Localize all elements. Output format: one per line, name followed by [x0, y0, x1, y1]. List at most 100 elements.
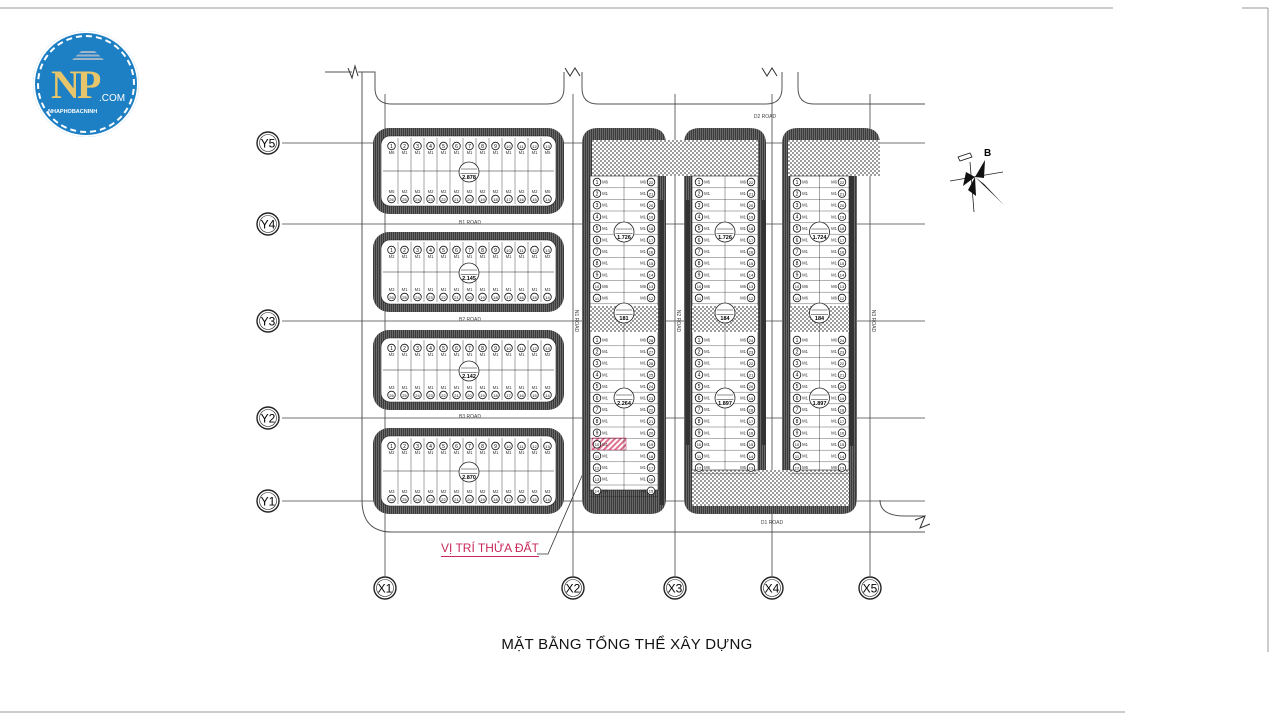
grid-bubble-inner: [564, 579, 582, 597]
lot-number-circle: [792, 247, 802, 256]
lot-number-circle: [646, 382, 656, 391]
lot-number-circle: [387, 141, 396, 151]
lot-number-circle: [452, 292, 461, 302]
area-badge-value: 1.897: [718, 401, 732, 407]
lot-number-circle: [530, 390, 539, 400]
compass-needle: [975, 160, 985, 178]
lot-number-circle: [452, 343, 461, 353]
lot-number-circle: [439, 441, 448, 451]
lot-number: 9: [494, 144, 497, 150]
grid-label-x2: X2: [566, 582, 581, 596]
lot-number: 14: [749, 454, 754, 459]
lot-number: 1: [698, 338, 701, 344]
lot-code: M2: [532, 189, 538, 194]
lot-code: M2: [389, 254, 395, 259]
lot-number: 16: [519, 197, 524, 202]
area-badge-value: 1.724: [813, 235, 828, 241]
lot-number-circle: [465, 441, 474, 451]
lot-number: 1: [390, 248, 393, 254]
lot-code: M6: [831, 338, 837, 343]
lot-number: 5: [698, 384, 701, 390]
lot-number-circle: [792, 270, 802, 279]
grid-bubble-inner: [259, 409, 277, 427]
lot-code: M1: [802, 272, 808, 277]
lot-code: M1: [831, 396, 837, 401]
lot-number-circle: [592, 382, 602, 391]
lot-number: 5: [442, 444, 445, 450]
grid-label-x3: X3: [668, 582, 683, 596]
lot-number: 8: [698, 419, 701, 425]
lot-number: 12: [532, 144, 537, 149]
lot-code: M1: [602, 407, 608, 412]
lot-code: M1: [831, 249, 837, 254]
lot-number: 19: [749, 215, 754, 220]
lot-number: 7: [698, 407, 701, 413]
lot-number: 25: [402, 295, 407, 300]
lot-number: 13: [545, 248, 550, 253]
lot-number: 10: [506, 248, 511, 253]
logo-ring: [37, 35, 135, 133]
lot-number: 10: [595, 442, 600, 447]
lot-number-circle: [792, 212, 802, 221]
lot-number-circle: [439, 194, 448, 204]
lot-code: M1: [704, 226, 710, 231]
lot-number: 19: [649, 442, 654, 447]
lot-number: 3: [416, 346, 419, 352]
lot-number-circle: [792, 393, 802, 403]
lot-code: M1: [519, 287, 525, 292]
lot-code: M6: [831, 284, 837, 289]
lot-code: M2: [480, 489, 486, 494]
lot-number: 18: [493, 393, 498, 398]
lot-number: 2: [403, 346, 406, 352]
area-badge-circle: [809, 221, 830, 243]
lot-number: 22: [649, 407, 654, 412]
area-badge-value: 2.878: [462, 175, 476, 181]
lot-number-circle: [592, 417, 602, 426]
lot-number: 4: [429, 248, 432, 254]
lot-code: M1: [704, 396, 710, 401]
lot-number-circle: [504, 441, 513, 451]
lot-number-circle: [426, 194, 435, 204]
lot-number: 6: [796, 238, 799, 244]
lot-code: M1: [428, 254, 434, 259]
road-label-vertical: N1 ROAD: [573, 310, 579, 333]
lot-code: M6: [740, 338, 746, 343]
lot-number-circle: [792, 417, 802, 426]
area-badge-circle: [714, 387, 736, 409]
north-arrow-icon: B: [949, 148, 1004, 213]
lot-number: 18: [749, 407, 754, 412]
lot-number: 3: [698, 361, 701, 367]
lot-number: 23: [428, 393, 433, 398]
lot-code: M1: [740, 349, 746, 354]
lot-number: 18: [749, 226, 754, 231]
grid-bubble-y4: [256, 212, 280, 236]
lot-number-circle: [837, 451, 847, 461]
lot-number: 13: [545, 144, 550, 149]
lot-number: 19: [840, 396, 845, 401]
lot-code: M3: [389, 385, 395, 390]
lot-code: M1: [640, 191, 646, 196]
lot-number-circle: [530, 245, 539, 255]
lot-code: M2: [467, 489, 473, 494]
lot-number: 3: [596, 203, 599, 209]
lot-code: M1: [402, 450, 408, 455]
compass-needle: [968, 177, 976, 196]
lot-number: 4: [429, 144, 432, 150]
lot-code: M1: [831, 214, 837, 219]
lot-number-circle: [837, 212, 847, 221]
lot-number: 10: [506, 444, 511, 449]
lot-number: 11: [595, 296, 600, 301]
lot-code: M6: [802, 180, 808, 185]
lot-number: 21: [749, 191, 754, 196]
lot-number: 5: [698, 226, 701, 232]
lot-number: 6: [455, 248, 458, 254]
lot-number-circle: [694, 393, 704, 403]
area-badge-value: 2.870: [462, 475, 476, 481]
lot-number-circle: [694, 451, 704, 461]
lot-code: M2: [467, 189, 473, 194]
lot-code: M1: [831, 261, 837, 266]
area-badge-circle: [458, 161, 480, 183]
lot-number: 21: [649, 191, 654, 196]
lot-number-circle: [592, 335, 602, 345]
